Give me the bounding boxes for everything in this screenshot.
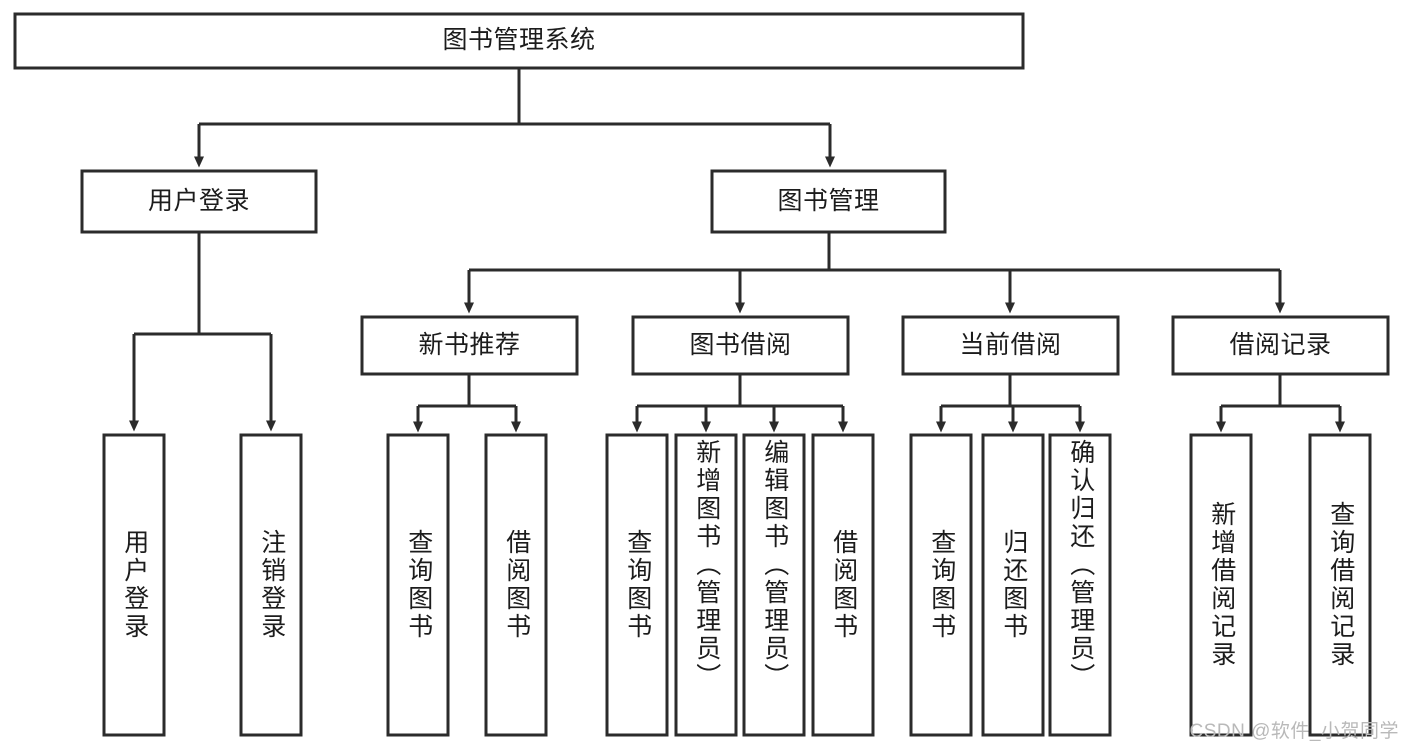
- leaf-box-new-book-rec-1[interactable]: [484, 433, 548, 737]
- node-box-borrow-record[interactable]: [1171, 315, 1390, 376]
- watermark-text: CSDN @软件_小贺同学: [1189, 721, 1399, 742]
- leaf-box-user-login-0[interactable]: [102, 433, 166, 737]
- node-box-new-book-rec[interactable]: [360, 315, 579, 376]
- leaf-box-borrow-record-1[interactable]: [1308, 433, 1372, 737]
- leaf-box-book-borrow-1[interactable]: [674, 433, 738, 737]
- node-box-book-manage[interactable]: [710, 169, 947, 234]
- leaf-box-book-borrow-0[interactable]: [605, 433, 669, 737]
- node-box-user-login[interactable]: [80, 169, 318, 234]
- leaf-box-current-borrow-1[interactable]: [981, 433, 1045, 737]
- leaf-box-book-borrow-3[interactable]: [811, 433, 875, 737]
- node-box-current-borrow[interactable]: [901, 315, 1120, 376]
- leaf-box-new-book-rec-0[interactable]: [386, 433, 450, 737]
- leaf-box-current-borrow-2[interactable]: [1048, 433, 1112, 737]
- leaf-box-user-login-1[interactable]: [239, 433, 303, 737]
- node-box-book-borrow[interactable]: [631, 315, 850, 376]
- leaf-box-current-borrow-0[interactable]: [909, 433, 973, 737]
- leaf-box-borrow-record-0[interactable]: [1189, 433, 1253, 737]
- leaf-box-book-borrow-2[interactable]: [742, 433, 806, 737]
- node-box-root[interactable]: [13, 12, 1025, 70]
